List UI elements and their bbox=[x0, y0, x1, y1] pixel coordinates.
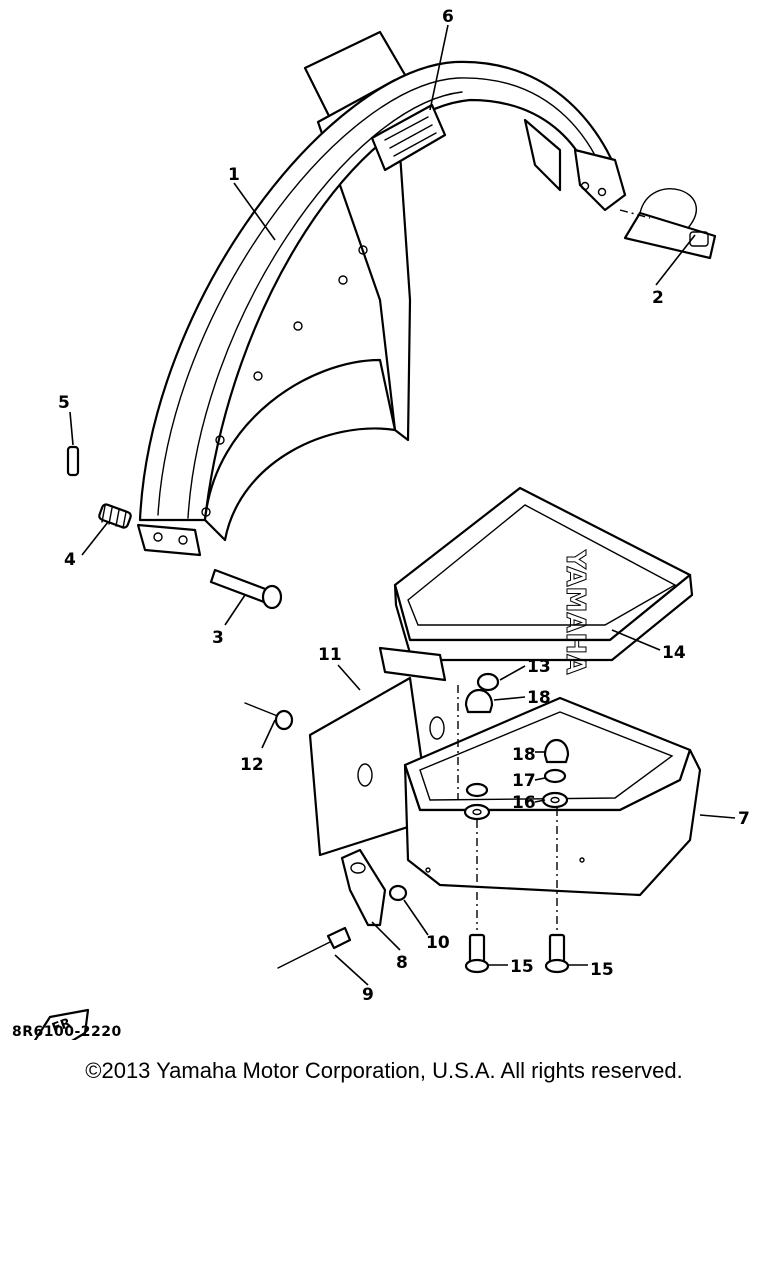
callout-4: 4 bbox=[64, 550, 76, 570]
hinge-bolt bbox=[209, 568, 283, 610]
callout-10: 10 bbox=[426, 933, 450, 953]
fender-mount-holes bbox=[201, 181, 607, 517]
callout-13: 13 bbox=[527, 657, 551, 677]
callout-12: 12 bbox=[240, 755, 264, 775]
callout-9: 9 bbox=[362, 985, 374, 1005]
parts-diagram: YAMAHA bbox=[33, 7, 750, 1040]
front-direction-icon: FR bbox=[33, 1008, 90, 1040]
screw-12 bbox=[244, 702, 294, 731]
callout-3: 3 bbox=[212, 628, 224, 648]
callout-1: 1 bbox=[228, 165, 240, 185]
callout-17: 17 bbox=[512, 771, 536, 791]
callout-15b: 15 bbox=[590, 960, 614, 980]
copyright-notice: ©2013 Yamaha Motor Corporation, U.S.A. A… bbox=[85, 1058, 683, 1083]
drawing-code: 8R6100-2220 bbox=[12, 1024, 122, 1040]
callout-15a: 15 bbox=[510, 957, 534, 977]
washer bbox=[388, 884, 408, 902]
callout-5: 5 bbox=[58, 393, 70, 413]
pin bbox=[66, 445, 80, 477]
callout-7: 7 bbox=[738, 809, 750, 829]
nuts-and-washers bbox=[463, 672, 570, 821]
callout-labels: 1 2 3 4 5 6 7 8 9 10 11 12 13 14 15 15 1… bbox=[58, 7, 750, 1005]
callout-14: 14 bbox=[662, 643, 686, 663]
bracket bbox=[340, 848, 387, 927]
warning-label bbox=[370, 103, 447, 172]
screw-9 bbox=[277, 926, 352, 969]
lid-brand-text: YAMAHA bbox=[560, 549, 590, 674]
rear-fender bbox=[136, 30, 627, 557]
callout-8: 8 bbox=[396, 953, 408, 973]
callout-6: 6 bbox=[442, 7, 454, 27]
toolbox-lid: YAMAHA bbox=[378, 486, 694, 682]
spring bbox=[98, 503, 132, 529]
callout-11: 11 bbox=[318, 645, 342, 665]
leader-lines bbox=[69, 24, 736, 986]
fr-mark: FR bbox=[50, 1016, 73, 1037]
callout-18a: 18 bbox=[527, 688, 551, 708]
callout-2: 2 bbox=[652, 288, 664, 308]
callout-16: 16 bbox=[512, 793, 536, 813]
fender-bracket bbox=[136, 523, 202, 557]
toolbox-bolts bbox=[464, 933, 570, 974]
fender-stay bbox=[623, 188, 717, 260]
callout-18b: 18 bbox=[512, 745, 536, 765]
